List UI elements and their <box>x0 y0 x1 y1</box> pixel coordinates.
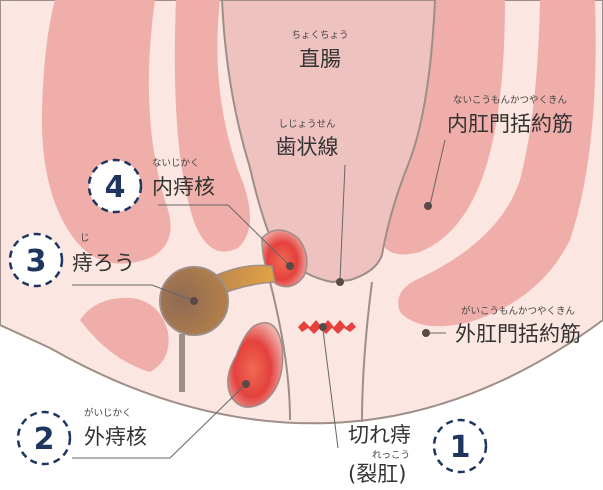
rectum-furigana: ちょくちょう <box>291 30 348 41</box>
internal-hemorrhoid-furigana: ないじかく <box>152 158 200 169</box>
anal-fissure-label: 切れ痔 <box>348 423 411 447</box>
dot-fissure <box>319 323 327 331</box>
fistula-label: 痔ろう <box>72 251 135 275</box>
number-2: 2 <box>34 422 55 457</box>
callout-anal-fissure: 切れ痔 れっこう (裂肛) 1 <box>348 420 486 486</box>
external-hemorrhoid-furigana: がいじかく <box>84 407 132 419</box>
dot-dentate-line <box>336 278 344 286</box>
external-sphincter-label: 外肛門括約筋 <box>455 322 581 346</box>
internal-sphincter-label: 内肛門括約筋 <box>447 112 573 136</box>
anal-fissure-furigana: れっこう <box>372 450 410 461</box>
dentate-line-label: 歯状線 <box>276 135 339 159</box>
callout-external-hemorrhoid: 2 がいじかく 外痔核 <box>18 407 147 464</box>
dot-external-sphincter <box>422 329 430 337</box>
dot-internal-hemorrhoid <box>286 262 294 270</box>
internal-hemorrhoid-label: 内痔核 <box>152 175 215 199</box>
internal-sphincter-furigana: ないこうもんかつやくきん <box>453 95 567 106</box>
anal-fissure-label-alt: (裂肛) <box>348 462 406 486</box>
dot-internal-sphincter <box>424 202 432 210</box>
number-3: 3 <box>26 244 47 279</box>
number-4: 4 <box>105 170 126 205</box>
dentate-line-furigana: しじょうせん <box>278 119 335 130</box>
fistula-furigana: じ <box>80 233 90 244</box>
external-hemorrhoid-label: 外痔核 <box>84 425 147 449</box>
rectum-label: 直腸 <box>299 47 341 71</box>
dot-fistula <box>190 297 198 305</box>
external-sphincter-furigana: がいこうもんかつやくきん <box>461 305 575 317</box>
dot-external-hemorrhoid <box>242 380 250 388</box>
number-1: 1 <box>450 430 471 465</box>
